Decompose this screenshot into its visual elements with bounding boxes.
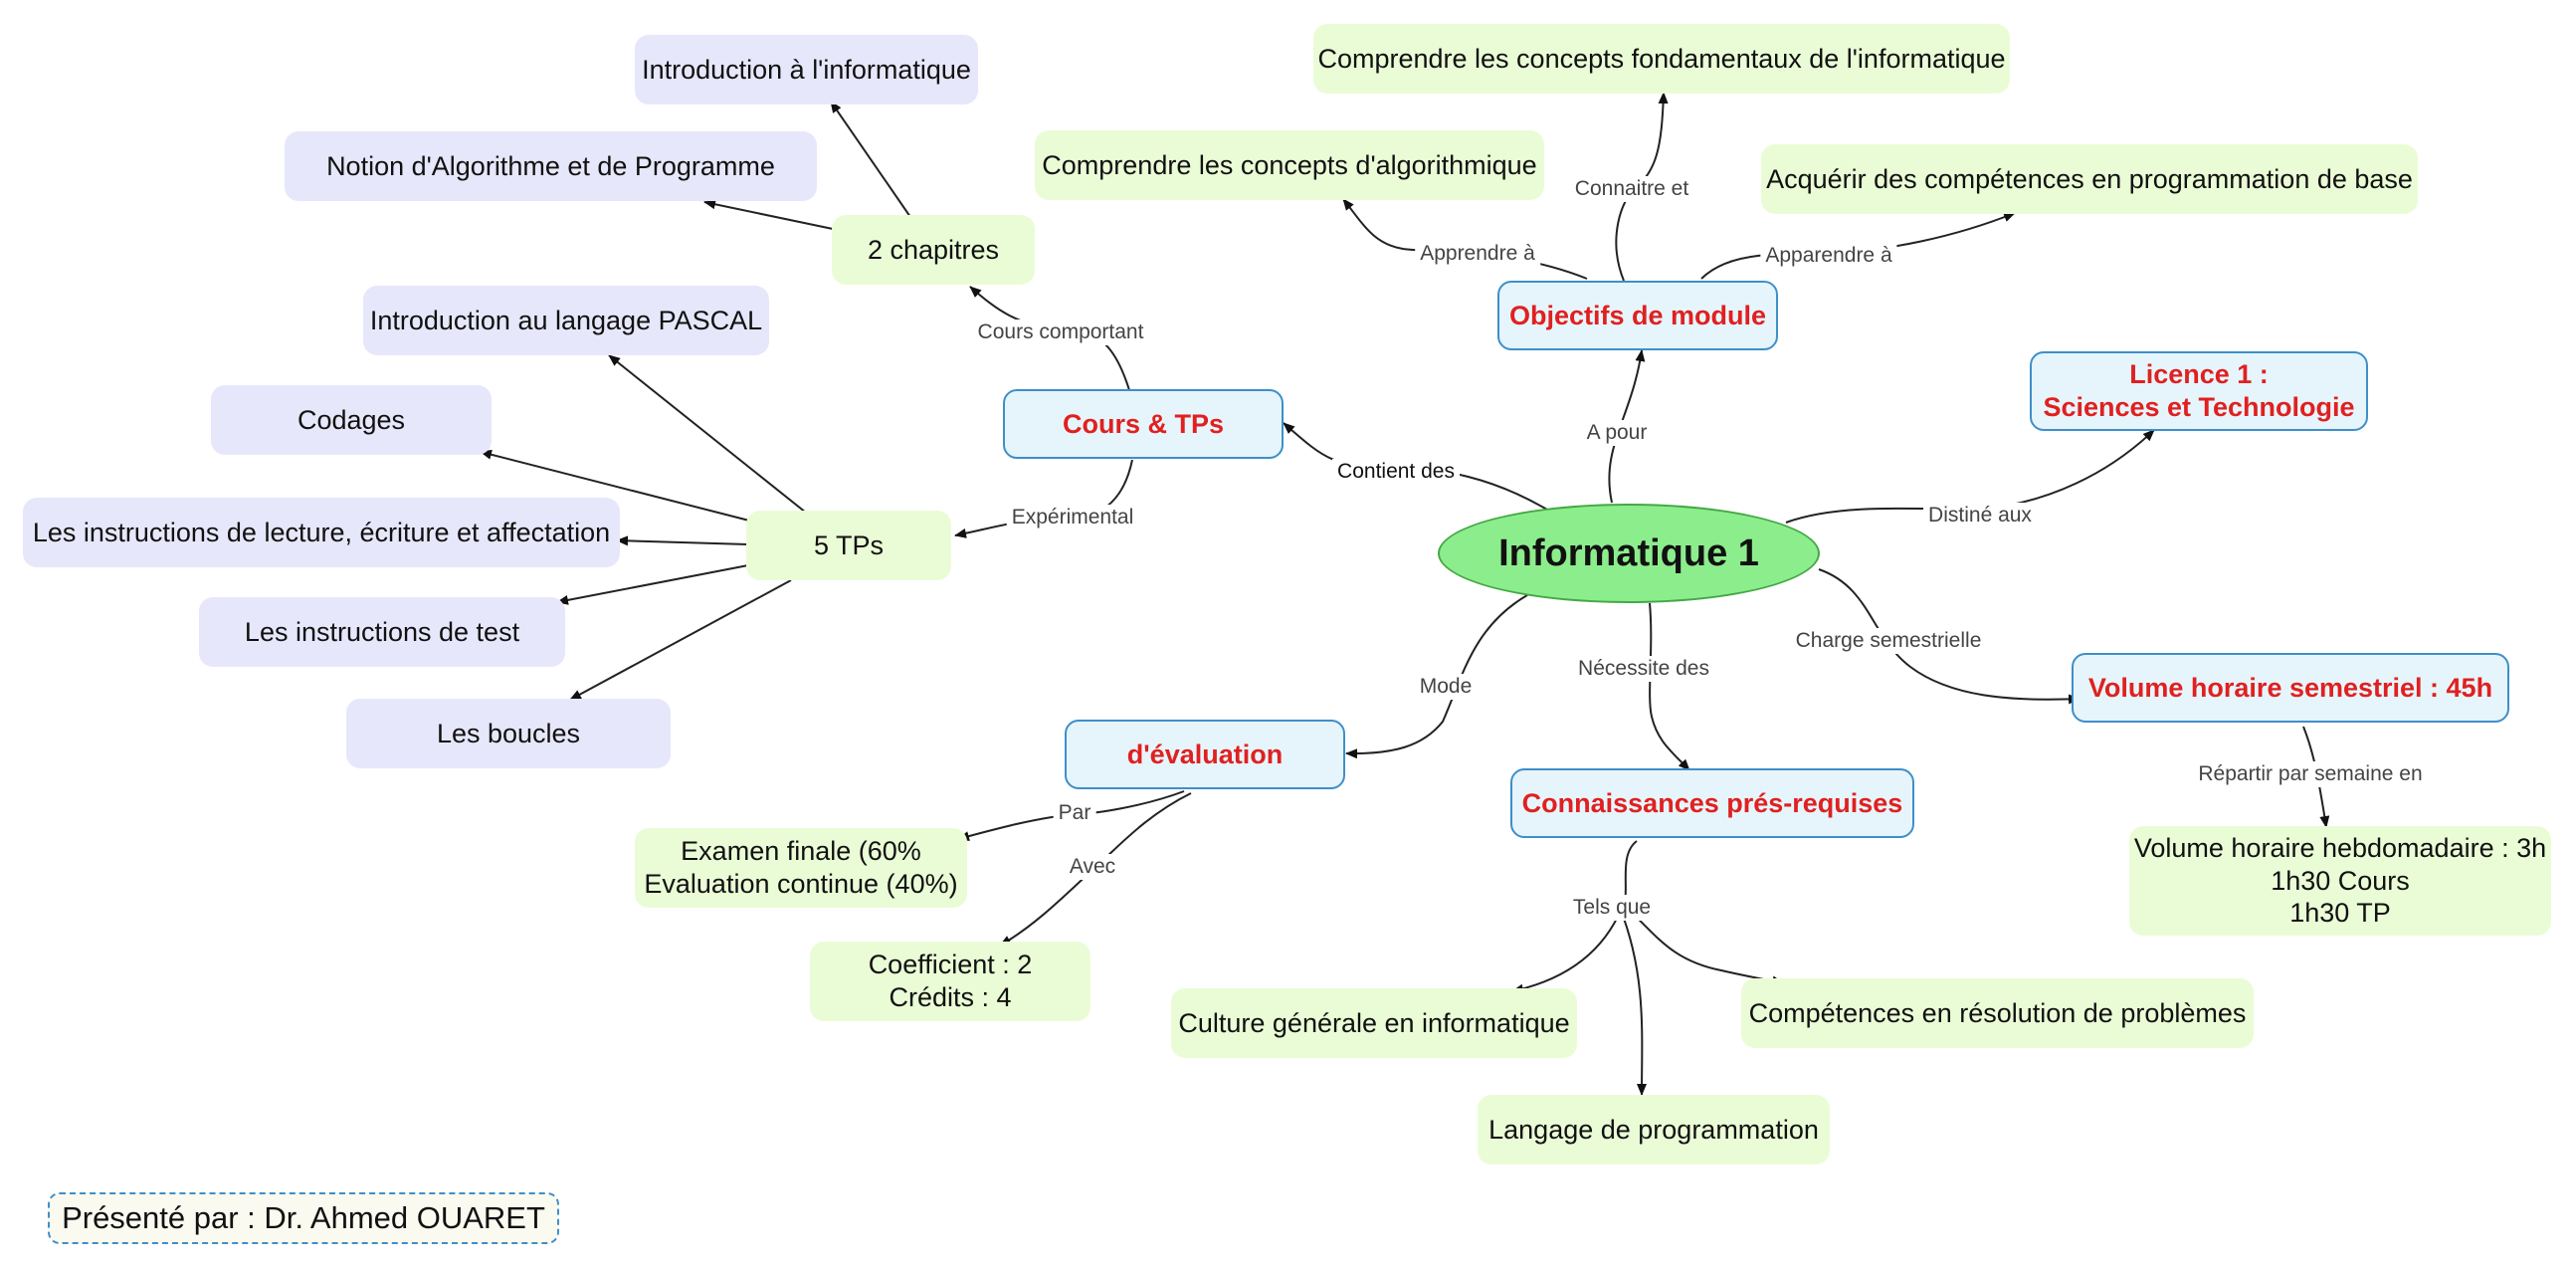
edge-label-contient-des: Contient des [1332,459,1460,485]
leaf-notion-algorithme[interactable]: Notion d'Algorithme et de Programme [285,131,817,201]
leaf-cinq-tps-label: 5 TPs [813,529,885,560]
branch-licence[interactable]: Licence 1 : Sciences et Technologie [2030,351,2368,431]
leaf-instructions-test[interactable]: Les instructions de test [199,597,565,667]
leaf-boucles-label: Les boucles [436,718,581,748]
edge-label-a-pour: A pour [1581,420,1653,446]
edge-label-distine-aux: Distiné aux [1923,503,2037,529]
leaf-boucles[interactable]: Les boucles [346,699,671,768]
leaf-deux-chapitres[interactable]: 2 chapitres [832,215,1035,285]
branch-evaluation[interactable]: d'évaluation [1065,720,1345,789]
leaf-coefficient[interactable]: Coefficient : 2 Crédits : 4 [810,942,1090,1021]
edge-obj-algo [1342,198,1588,280]
leaf-instructions-lecture-label: Les instructions de lecture, écriture et… [32,517,611,547]
leaf-notion-algorithme-label: Notion d'Algorithme et de Programme [326,150,775,181]
edge-label-connaitre-et: Connaitre et [1569,176,1694,202]
leaf-langage-programmation-label: Langage de programmation [1488,1114,1819,1145]
edge-label-mode: Mode [1414,674,1478,700]
leaf-culture-generale[interactable]: Culture générale en informatique [1171,988,1577,1058]
leaf-concepts-fondamentaux[interactable]: Comprendre les concepts fondamentaux de … [1313,24,2010,94]
leaf-coefficient-label: Coefficient : 2 Crédits : 4 [868,950,1033,1012]
edge-label-apprendre-a: Apprendre à [1415,241,1540,267]
edge-label-charge-semestrielle: Charge semestrielle [1790,628,1987,654]
presenter-label: Présenté par : Dr. Ahmed OUARET [62,1200,545,1236]
leaf-concepts-fondamentaux-label: Comprendre les concepts fondamentaux de … [1317,43,2006,74]
edge-tps-pascal [608,354,807,514]
leaf-volume-hebdomadaire[interactable]: Volume horaire hebdomadaire : 3h 1h30 Co… [2129,826,2551,936]
edge-tps-boucles [569,579,792,701]
edge-center-evaluation [1345,594,1528,759]
edge-label-necessite-des: Nécessite des [1573,656,1714,682]
leaf-volume-hebdomadaire-label: Volume horaire hebdomadaire : 3h 1h30 Co… [2133,832,2547,929]
edge-tps-instructions [616,535,749,546]
branch-cours-label: Cours & TPs [1062,408,1225,439]
leaf-concepts-algorithmique-label: Comprendre les concepts d'algorithmique [1042,149,1537,180]
leaf-resolution-problemes[interactable]: Compétences en résolution de problèmes [1741,978,2254,1048]
leaf-competences-programmation[interactable]: Acquérir des compétences en programmatio… [1761,144,2418,214]
branch-objectifs[interactable]: Objectifs de module [1497,281,1778,350]
edge-chapitres-intro [830,101,911,218]
leaf-concepts-algorithmique[interactable]: Comprendre les concepts d'algorithmique [1035,130,1544,200]
leaf-examen-label: Examen finale (60% Evaluation continue (… [644,836,958,899]
leaf-intro-informatique-label: Introduction à l'informatique [642,54,971,85]
branch-licence-label: Licence 1 : Sciences et Technologie [2043,359,2355,422]
edge-chapitres-notion [703,199,834,230]
edge-label-cours-comportant: Cours comportant [972,319,1149,345]
edge-center-connaissances [1649,602,1690,771]
edge-label-repartir: Répartir par semaine en [2193,761,2428,787]
edge-label-par: Par [1053,800,1096,826]
branch-cours[interactable]: Cours & TPs [1003,389,1284,459]
central-topic[interactable]: Informatique 1 [1438,504,1820,603]
leaf-instructions-test-label: Les instructions de test [244,616,520,647]
leaf-culture-generale-label: Culture générale en informatique [1178,1007,1570,1038]
branch-volume-label: Volume horaire semestriel : 45h [2087,672,2493,703]
edge-label-apparendre-a: Apparendre à [1760,243,1897,269]
presenter-box: Présenté par : Dr. Ahmed OUARET [48,1192,559,1244]
edge-tps-codages [480,449,750,522]
edge-conn-langage [1619,907,1648,1096]
central-topic-label: Informatique 1 [1498,531,1759,574]
branch-objectifs-label: Objectifs de module [1508,300,1767,330]
leaf-resolution-problemes-label: Compétences en résolution de problèmes [1748,997,2247,1028]
edge-label-avec: Avec [1064,854,1121,880]
leaf-examen[interactable]: Examen finale (60% Evaluation continue (… [635,828,967,908]
branch-evaluation-label: d'évaluation [1126,739,1284,769]
leaf-intro-pascal[interactable]: Introduction au langage PASCAL [363,286,769,355]
leaf-intro-informatique[interactable]: Introduction à l'informatique [635,35,978,105]
edge-tps-test [556,564,749,605]
leaf-codages-label: Codages [297,404,406,435]
edge-center-volume [1818,568,2081,705]
leaf-instructions-lecture[interactable]: Les instructions de lecture, écriture et… [23,498,620,567]
branch-volume[interactable]: Volume horaire semestriel : 45h [2072,653,2509,723]
leaf-competences-programmation-label: Acquérir des compétences en programmatio… [1766,163,2413,194]
leaf-cinq-tps[interactable]: 5 TPs [746,511,951,580]
leaf-codages[interactable]: Codages [211,385,492,455]
edge-label-tels-que: Tels que [1567,895,1657,921]
leaf-intro-pascal-label: Introduction au langage PASCAL [369,305,763,335]
branch-connaissances-label: Connaissances prés-requises [1521,787,1903,818]
branch-connaissances[interactable]: Connaissances prés-requises [1510,768,1914,838]
edge-label-experimental: Expérimental [1006,505,1139,530]
leaf-deux-chapitres-label: 2 chapitres [867,234,1000,265]
leaf-langage-programmation[interactable]: Langage de programmation [1478,1095,1830,1164]
